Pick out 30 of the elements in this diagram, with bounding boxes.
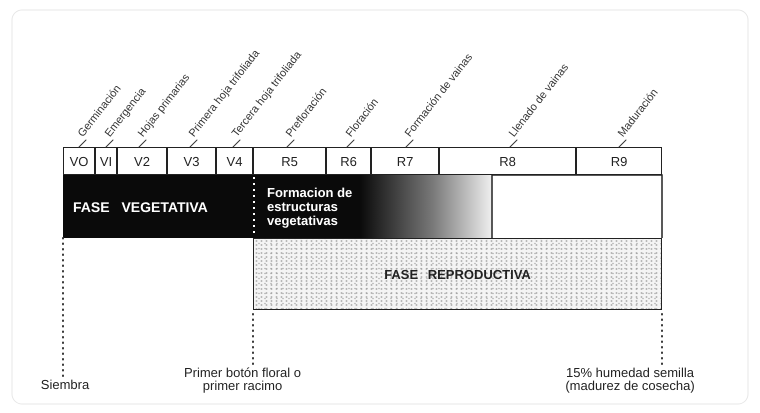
leader-line [510, 140, 518, 148]
leader-line [138, 140, 146, 148]
stage-cell: R7 [371, 147, 439, 175]
phase-label: Formacion de estructuras vegetativas [267, 186, 354, 228]
phase-band [253, 175, 492, 238]
milestone-label: Primer botón floral o primer racimo [180, 366, 305, 392]
leader-line [618, 140, 626, 148]
phase-label: FASE REPRODUCTIVA [384, 266, 531, 282]
stage-cell: R5 [253, 147, 326, 175]
stage-cell: R8 [439, 147, 576, 175]
stage-cell: VI [95, 147, 117, 175]
leader-line [286, 140, 294, 148]
stage-cell: V3 [167, 147, 216, 175]
phase-band [63, 175, 253, 238]
stage-cell: V2 [117, 147, 167, 175]
leader-line [232, 140, 240, 148]
stage-cell: V4 [216, 147, 253, 175]
phase-band [253, 238, 662, 310]
phase-label: FASE VEGETATIVA [73, 198, 208, 214]
stage-cell: R9 [576, 147, 662, 175]
milestone-label: 15% humedad semilla (madurez de cosecha) [560, 366, 700, 392]
leader-line [346, 140, 354, 148]
milestone-label: Siembra [30, 378, 100, 391]
leader-line [406, 140, 414, 148]
leader-line [78, 140, 86, 148]
stage-cell: VO [63, 147, 95, 175]
leader-line [106, 140, 114, 148]
dotted-leader-line [62, 237, 64, 377]
leader-line [190, 140, 198, 148]
stage-cell: R6 [326, 147, 371, 175]
